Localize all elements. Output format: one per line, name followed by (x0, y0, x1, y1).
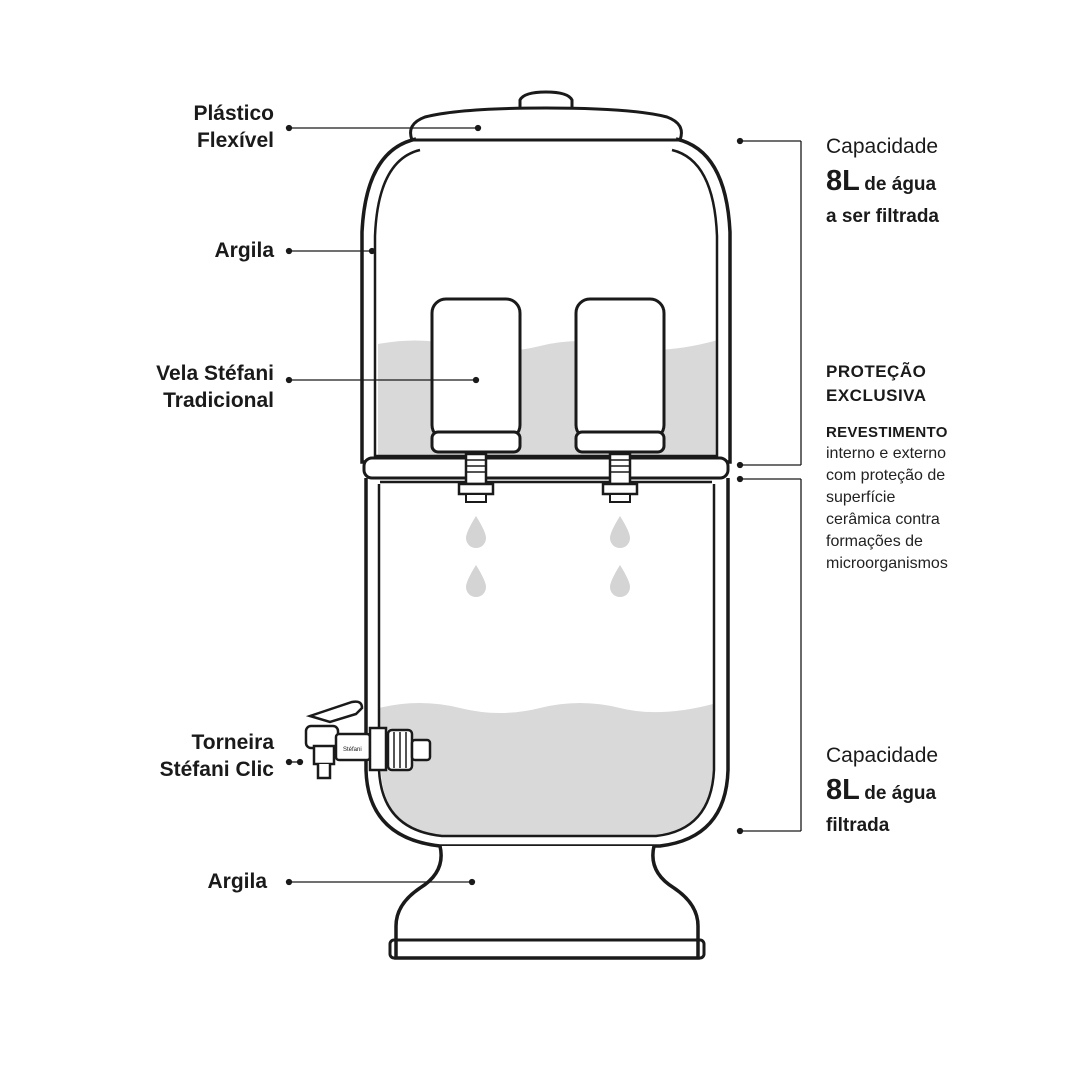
lid-knob (518, 90, 574, 109)
label-vela-line2: Tradicional (163, 389, 274, 412)
label-plastico-line2: Flexível (196, 129, 274, 152)
label-argila-top: Argila (214, 239, 274, 262)
water-drop (610, 516, 630, 548)
water-drop (466, 516, 486, 548)
faucet-brand: Stéfani (343, 747, 362, 753)
protection-block: PROTEÇÃO EXCLUSIVA REVESTIMENTO interno … (826, 360, 948, 575)
label-torneira: Torneira Stéfani Clic (160, 729, 274, 783)
coating-line: formações de (826, 533, 923, 550)
bottom-capacity-text2: filtrada (826, 815, 890, 836)
coating-line: interno e externo (826, 445, 947, 462)
lid (409, 106, 683, 142)
coating-title: REVESTIMENTO (826, 424, 948, 441)
filter-candle-2 (574, 297, 666, 503)
label-vela-line1: Vela Stéfani (156, 362, 274, 385)
upper-water (378, 340, 718, 460)
protection-line1: PROTEÇÃO (826, 362, 927, 381)
top-capacity-text2: a ser filtrada (826, 206, 939, 227)
coating-line: com proteção de (826, 467, 946, 484)
upper-chamber-inner (373, 148, 719, 458)
lower-chamber-inner (377, 484, 716, 838)
top-capacity-text1: de água (864, 174, 937, 195)
bottom-capacity-label: Capacidade (826, 744, 939, 767)
label-vela-stefani: Vela Stéfani Tradicional (156, 360, 274, 414)
water-drop (466, 565, 486, 597)
bottom-capacity-amount: 8L (826, 774, 860, 806)
top-capacity: Capacidade 8L de água a ser filtrada (826, 134, 939, 231)
bottom-capacity: Capacidade 8L de água filtrada (826, 743, 938, 840)
right-brackets (736, 137, 802, 835)
label-torneira-line1: Torneira (191, 731, 274, 754)
bottom-capacity-text1: de água (864, 783, 937, 804)
coating-line: microorganismos (826, 555, 948, 572)
water-drops (466, 516, 630, 597)
label-torneira-line2: Stéfani Clic (159, 758, 274, 781)
left-callouts (285, 124, 482, 886)
filter-candle-1 (430, 297, 522, 503)
label-plastico-flexivel: Plástico Flexível (193, 100, 274, 154)
coating-line: superfície (826, 489, 896, 506)
coating-line: cerâmica contra (826, 511, 940, 528)
label-argila-bottom: Argila (207, 870, 267, 893)
top-capacity-amount: 8L (826, 165, 860, 197)
top-capacity-label: Capacidade (826, 135, 939, 158)
divider-band (362, 456, 730, 480)
label-plastico-line1: Plástico (193, 102, 274, 125)
water-drop (610, 565, 630, 597)
protection-line2: EXCLUSIVA (826, 386, 927, 405)
lower-water (379, 703, 713, 835)
faucet: Stéfani (304, 700, 432, 780)
